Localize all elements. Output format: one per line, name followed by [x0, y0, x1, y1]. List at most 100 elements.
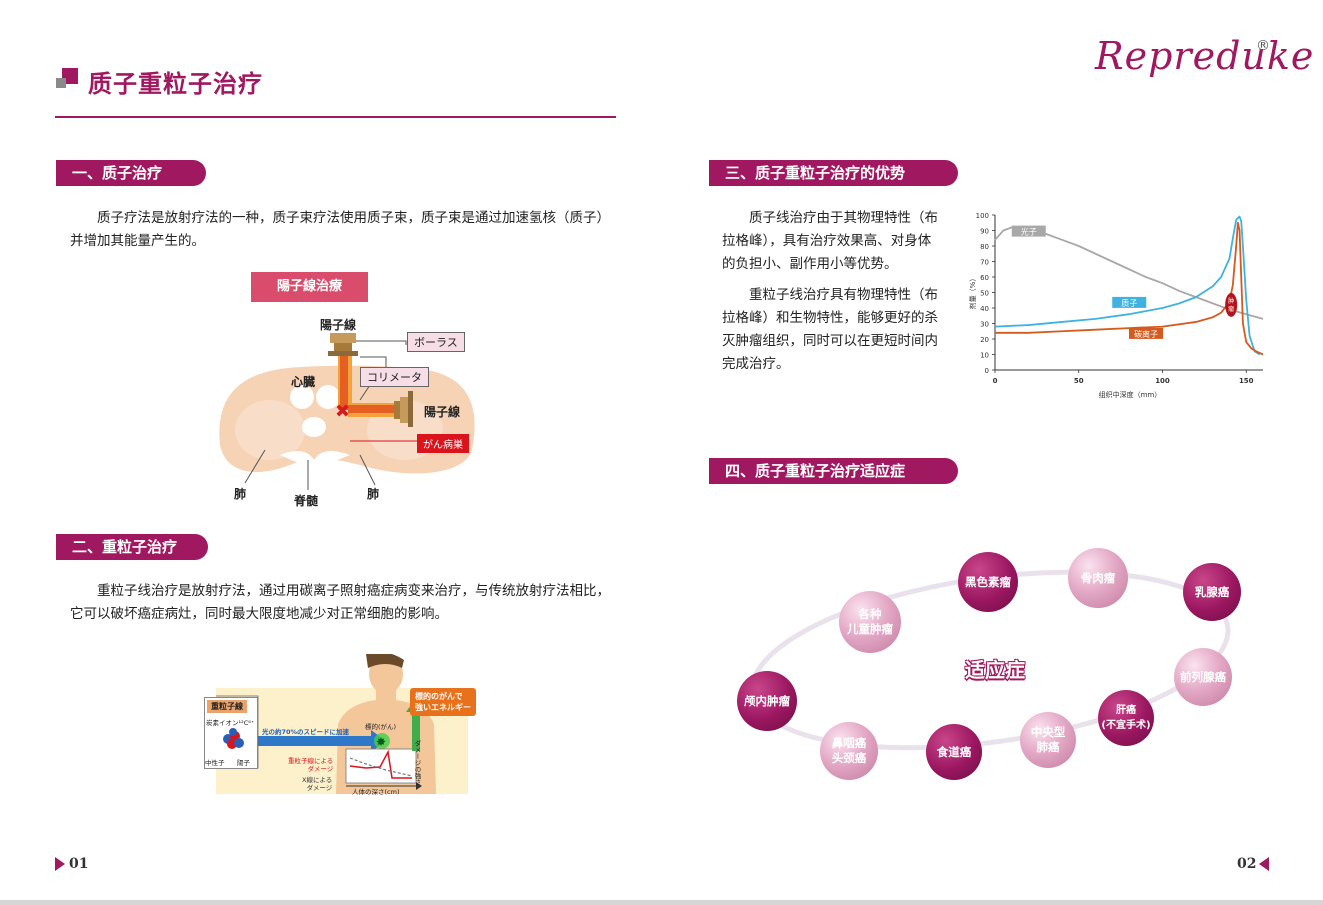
indication-bubble: 乳腺癌 [1183, 563, 1241, 621]
y-tick-label: 100 [976, 212, 989, 220]
page-title: 质子重粒子治疗 [88, 70, 263, 98]
series-line-质子 [994, 215, 1261, 356]
energy-callout: 標的のがんで 強いエネルギー [410, 688, 476, 716]
section-body-proton: 质子疗法是放射疗法的一种，质子束疗法使用质子束，质子束是通过加速氢核（质子）并增… [70, 207, 622, 253]
registered-mark: ® [1256, 38, 1270, 54]
indication-label: 肝癌 (不宜手术) [1101, 705, 1151, 731]
heavy-ion-box-title: 重粒子線 [207, 700, 247, 713]
energy-callout-line2: 強いエネルギー [415, 703, 471, 712]
indication-label: 骨肉瘤 [1080, 570, 1116, 585]
y-tick-label: 30 [980, 321, 989, 329]
indication-bubble: 中央型 肺癌 [1020, 712, 1076, 768]
lung-right-label: 肺 [367, 487, 380, 501]
indication-label: 食道癌 [936, 744, 972, 759]
target-label: 標的(がん) [365, 723, 397, 731]
indication-bubble: 颅内肿瘤 [737, 671, 797, 731]
advantages-paragraph-2: 重粒子线治疗具有物理特性（布拉格峰）和生物特性，能够更好的杀灭肿瘤组织，同时可以… [722, 287, 938, 372]
xray-damage-line2: ダメージ [306, 784, 333, 792]
proton-beam-top-label: 陽子線 [320, 318, 357, 332]
y-tick-label: 40 [980, 305, 989, 313]
section-heading-proton: 一、质子治疗 [56, 160, 206, 186]
series-tag-质子 [1112, 296, 1147, 308]
collimator-label: コリメータ [360, 367, 429, 387]
series-label-碳离子: 碳离子 [1134, 329, 1158, 339]
y-tick-label: 10 [980, 352, 989, 360]
heavy-ion-damage-line1: 重粒子線による [288, 757, 334, 765]
indication-label: 颅内肿瘤 [744, 693, 790, 708]
spine-label: 脊髄 [294, 494, 319, 508]
carbon-ion-label: 炭素イオン¹²C⁶⁺ [206, 719, 255, 727]
svg-text:✸: ✸ [376, 735, 386, 749]
speed-label: 光の約70%のスピードに加速 [262, 728, 350, 736]
heavy-ion-diagram: ✸ [216, 654, 468, 794]
proton-paragraph: 质子疗法是放射疗法的一种，质子束疗法使用质子束，质子束是通过加速氢核（质子）并增… [70, 210, 610, 249]
x-axis-label: 组织中深度（mm） [1099, 390, 1162, 399]
page-number-right: 02 [1237, 856, 1257, 872]
indication-label: 前列腺癌 [1180, 669, 1226, 684]
series-label-质子: 质子 [1121, 298, 1137, 308]
indication-bubble: 前列腺癌 [1174, 648, 1232, 706]
page-arrow-right-icon [55, 857, 65, 871]
heart-label: 心臓 [291, 375, 316, 389]
energy-callout-line1: 標的のがんで [415, 692, 463, 701]
depth-label: 人体の深さ(cm) [352, 788, 400, 796]
y-tick-label: 20 [980, 336, 989, 344]
x-tick-label: 150 [1239, 377, 1254, 385]
x-tick-label: 50 [1074, 377, 1084, 385]
lung-left-label: 肺 [234, 487, 247, 501]
section-heading-heavy-ion: 二、重粒子治疗 [56, 534, 208, 560]
indication-bubble: 肝癌 (不宜手术) [1098, 690, 1154, 746]
indication-bubble: 黑色素瘤 [958, 552, 1018, 612]
y-tick-label: 50 [980, 290, 989, 298]
bottom-divider [0, 900, 1323, 905]
indication-label: 黑色素瘤 [965, 574, 1011, 589]
brand-logo: Repreduke [1095, 34, 1315, 78]
bolus-label: ボーラス [407, 332, 465, 352]
series-tag-光子 [1011, 225, 1046, 237]
y-tick-label: 80 [980, 243, 989, 251]
y-axis-label: 剂量（%） [968, 275, 977, 310]
y-tick-label: 60 [980, 274, 989, 282]
y-tick-label: 0 [985, 367, 989, 375]
indications-center-label: 适应症 [965, 658, 1025, 682]
heavy-ion-damage-line2: ダメージ [307, 765, 334, 773]
title-mark-icon [56, 68, 80, 92]
series-label-光子: 光子 [1021, 227, 1037, 237]
advantages-paragraph-1: 质子线治疗由于其物理特性（布拉格峰），具有治疗效果高、对身体的负担小、副作用小等… [722, 210, 938, 272]
neutron-label: 中性子 [205, 759, 225, 767]
tumor-marker [1225, 292, 1238, 317]
section-heading-advantages: 三、质子重粒子治疗的优势 [709, 160, 958, 186]
heavy-ion-damage-label: 重粒子線による ダメージ [288, 757, 333, 773]
xray-damage-line1: X線による [302, 776, 333, 784]
section-body-heavy-ion: 重粒子线治疗是放射疗法，通过用碳离子照射癌症病变来治疗，与传统放射疗法相比，它可… [70, 580, 622, 626]
svg-text:✖: ✖ [335, 401, 350, 422]
tumor-label: 瘤 [1228, 305, 1234, 313]
indication-bubble: 鼻咽癌 头颈癌 [820, 722, 878, 780]
section-body-advantages: 质子线治疗由于其物理特性（布拉格峰），具有治疗效果高、对身体的负担小、副作用小等… [722, 207, 944, 376]
carbon-nucleus-icon [223, 728, 244, 749]
xray-damage-label: X線による ダメージ [302, 776, 332, 792]
section-heading-indications: 四、质子重粒子治疗适应症 [709, 458, 958, 484]
indication-bubble: 各种 儿童肿瘤 [839, 591, 901, 653]
proton-therapy-diagram: ✖ [219, 333, 475, 490]
heavy-ion-paragraph: 重粒子线治疗是放射疗法，通过用碳离子照射癌症病变来治疗，与传统放射疗法相比，它可… [70, 583, 610, 622]
indication-label: 各种 儿童肿瘤 [847, 607, 893, 636]
x-tick-label: 100 [1155, 377, 1170, 385]
indication-bubble: 骨肉瘤 [1068, 548, 1128, 608]
page-arrow-left-icon [1259, 857, 1269, 871]
x-tick-label: 0 [993, 377, 998, 385]
indication-label: 中央型 肺癌 [1030, 725, 1066, 754]
y-tick-label: 90 [980, 228, 989, 236]
indication-label: 乳腺癌 [1194, 584, 1230, 599]
diagram-proton-title: 陽子線治療 [251, 272, 368, 302]
cancer-lesion-label: がん病巣 [417, 434, 469, 453]
title-divider [55, 116, 616, 118]
page-number-left: 01 [69, 856, 89, 872]
damage-strength-label: ダメージの強さ [413, 740, 421, 786]
tumor-label: 肿 [1228, 297, 1234, 305]
indication-label: 鼻咽癌 头颈癌 [831, 736, 867, 765]
proton-beam-right-label: 陽子線 [424, 405, 461, 419]
